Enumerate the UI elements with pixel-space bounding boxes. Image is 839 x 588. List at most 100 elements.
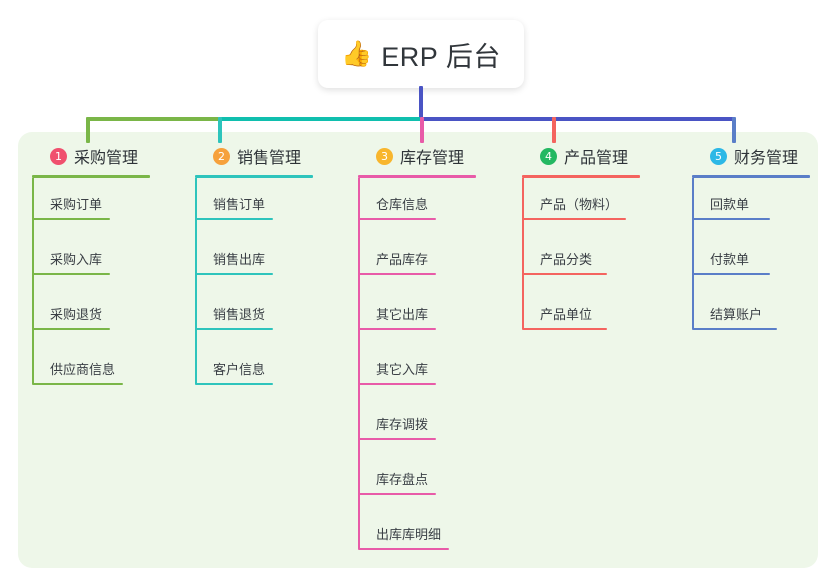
column-header-3[interactable]: 3 库存管理 bbox=[356, 143, 476, 169]
segment-blue bbox=[421, 117, 735, 121]
leaf-item[interactable]: 其它入库 bbox=[358, 359, 436, 385]
column-items-3: 仓库信息产品库存其它出库其它入库库存调拨库存盘点出库库明细 bbox=[356, 178, 476, 563]
leaf-item-rule bbox=[522, 328, 607, 330]
column-rule-4 bbox=[522, 175, 640, 178]
leaf-item-label: 其它出库 bbox=[376, 307, 429, 322]
column-rule-1 bbox=[32, 175, 150, 178]
column-badge-1: 1 bbox=[50, 147, 67, 165]
column-header-5[interactable]: 5 财务管理 bbox=[690, 143, 810, 169]
leaf-item-label: 回款单 bbox=[710, 197, 750, 212]
leaf-item-rule bbox=[195, 328, 273, 330]
leaf-item-rule bbox=[358, 438, 436, 440]
leaf-item[interactable]: 其它出库 bbox=[358, 304, 436, 330]
column-2: 2 销售管理销售订单销售出库销售退货客户信息 bbox=[193, 143, 313, 398]
column-header-2[interactable]: 2 销售管理 bbox=[193, 143, 313, 169]
branch-stem-2 bbox=[218, 117, 222, 143]
column-header-4[interactable]: 4 产品管理 bbox=[520, 143, 640, 169]
column-trunk-1 bbox=[32, 178, 34, 384]
leaf-item-rule bbox=[32, 218, 110, 220]
leaf-item-rule bbox=[32, 383, 123, 385]
leaf-item-rule bbox=[522, 273, 607, 275]
leaf-item-label: 采购订单 bbox=[50, 197, 103, 212]
column-items-1: 采购订单采购入库采购退货供应商信息 bbox=[30, 178, 150, 398]
leaf-item-label: 产品单位 bbox=[540, 307, 593, 322]
diagram-panel bbox=[18, 132, 818, 568]
leaf-item-rule bbox=[358, 328, 436, 330]
leaf-item-label: 采购退货 bbox=[50, 307, 103, 322]
leaf-item-rule bbox=[32, 273, 110, 275]
leaf-item[interactable]: 采购订单 bbox=[32, 194, 110, 220]
root-stem-connector bbox=[419, 86, 423, 121]
branch-stem-5 bbox=[732, 117, 736, 143]
leaf-item-label: 其它入库 bbox=[376, 362, 429, 377]
leaf-item[interactable]: 销售订单 bbox=[195, 194, 273, 220]
leaf-item-rule bbox=[358, 548, 449, 550]
column-title-1: 采购管理 bbox=[74, 150, 139, 167]
leaf-item[interactable]: 采购退货 bbox=[32, 304, 110, 330]
leaf-item[interactable]: 产品（物料） bbox=[522, 194, 626, 220]
column-trunk-4 bbox=[522, 178, 524, 329]
column-4: 4 产品管理产品（物料） 产品分类产品单位 bbox=[520, 143, 640, 343]
column-5: 5 财务管理回款单付款单结算账户 bbox=[690, 143, 810, 343]
leaf-item[interactable]: 供应商信息 bbox=[32, 359, 123, 385]
leaf-item[interactable]: 产品库存 bbox=[358, 249, 436, 275]
column-3: 3 库存管理仓库信息产品库存其它出库其它入库库存调拨库存盘点出库库明细 bbox=[356, 143, 476, 563]
leaf-item-rule bbox=[358, 218, 436, 220]
leaf-item[interactable]: 付款单 bbox=[692, 249, 770, 275]
leaf-item-rule bbox=[522, 218, 626, 220]
leaf-item[interactable]: 销售退货 bbox=[195, 304, 273, 330]
leaf-item[interactable]: 库存盘点 bbox=[358, 469, 436, 495]
leaf-item[interactable]: 库存调拨 bbox=[358, 414, 436, 440]
column-badge-2: 2 bbox=[213, 147, 230, 165]
column-1: 1 采购管理采购订单采购入库采购退货供应商信息 bbox=[30, 143, 150, 398]
leaf-item-rule bbox=[692, 218, 770, 220]
leaf-item-label: 仓库信息 bbox=[376, 197, 429, 212]
leaf-item-rule bbox=[692, 273, 770, 275]
column-trunk-3 bbox=[358, 178, 360, 549]
column-title-2: 销售管理 bbox=[237, 150, 302, 167]
leaf-item-rule bbox=[195, 273, 273, 275]
leaf-item-label: 销售订单 bbox=[213, 197, 266, 212]
column-rule-5 bbox=[692, 175, 810, 178]
leaf-item-label: 产品（物料） bbox=[540, 197, 619, 212]
column-header-1[interactable]: 1 采购管理 bbox=[30, 143, 150, 169]
column-badge-3: 3 bbox=[376, 147, 393, 165]
leaf-item-label: 库存调拨 bbox=[376, 417, 429, 432]
column-badge-4: 4 bbox=[540, 147, 557, 165]
leaf-item[interactable]: 采购入库 bbox=[32, 249, 110, 275]
leaf-item[interactable]: 仓库信息 bbox=[358, 194, 436, 220]
branch-stem-4 bbox=[552, 117, 556, 143]
leaf-item[interactable]: 出库库明细 bbox=[358, 524, 449, 550]
root-node[interactable]: 👍 ERP 后台 bbox=[318, 20, 524, 88]
leaf-item-label: 供应商信息 bbox=[50, 362, 116, 377]
leaf-item-label: 客户信息 bbox=[213, 362, 266, 377]
leaf-item[interactable]: 产品单位 bbox=[522, 304, 607, 330]
leaf-item-rule bbox=[692, 328, 777, 330]
root-node-title: ERP 后台 bbox=[381, 41, 501, 72]
leaf-item[interactable]: 销售出库 bbox=[195, 249, 273, 275]
leaf-item[interactable]: 产品分类 bbox=[522, 249, 607, 275]
leaf-item-rule bbox=[358, 383, 436, 385]
leaf-item-label: 产品分类 bbox=[540, 252, 593, 267]
leaf-item-label: 销售出库 bbox=[213, 252, 266, 267]
column-title-5: 财务管理 bbox=[734, 150, 799, 167]
column-title-3: 库存管理 bbox=[400, 150, 465, 167]
column-rule-3 bbox=[358, 175, 476, 178]
column-items-4: 产品（物料） 产品分类产品单位 bbox=[520, 178, 640, 343]
leaf-item[interactable]: 结算账户 bbox=[692, 304, 777, 330]
thumbs-up-icon: 👍 bbox=[341, 39, 373, 68]
leaf-item-label: 库存盘点 bbox=[376, 472, 429, 487]
column-items-5: 回款单付款单结算账户 bbox=[690, 178, 810, 343]
branch-stem-1 bbox=[86, 117, 90, 143]
leaf-item-rule bbox=[195, 383, 273, 385]
leaf-item-label: 付款单 bbox=[710, 252, 750, 267]
leaf-item-rule bbox=[195, 218, 273, 220]
column-title-4: 产品管理 bbox=[564, 150, 629, 167]
column-badge-5: 5 bbox=[710, 147, 727, 165]
segment-teal bbox=[219, 117, 421, 121]
leaf-item[interactable]: 客户信息 bbox=[195, 359, 273, 385]
leaf-item-label: 产品库存 bbox=[376, 252, 429, 267]
leaf-item[interactable]: 回款单 bbox=[692, 194, 770, 220]
column-rule-2 bbox=[195, 175, 313, 178]
leaf-item-rule bbox=[358, 273, 436, 275]
